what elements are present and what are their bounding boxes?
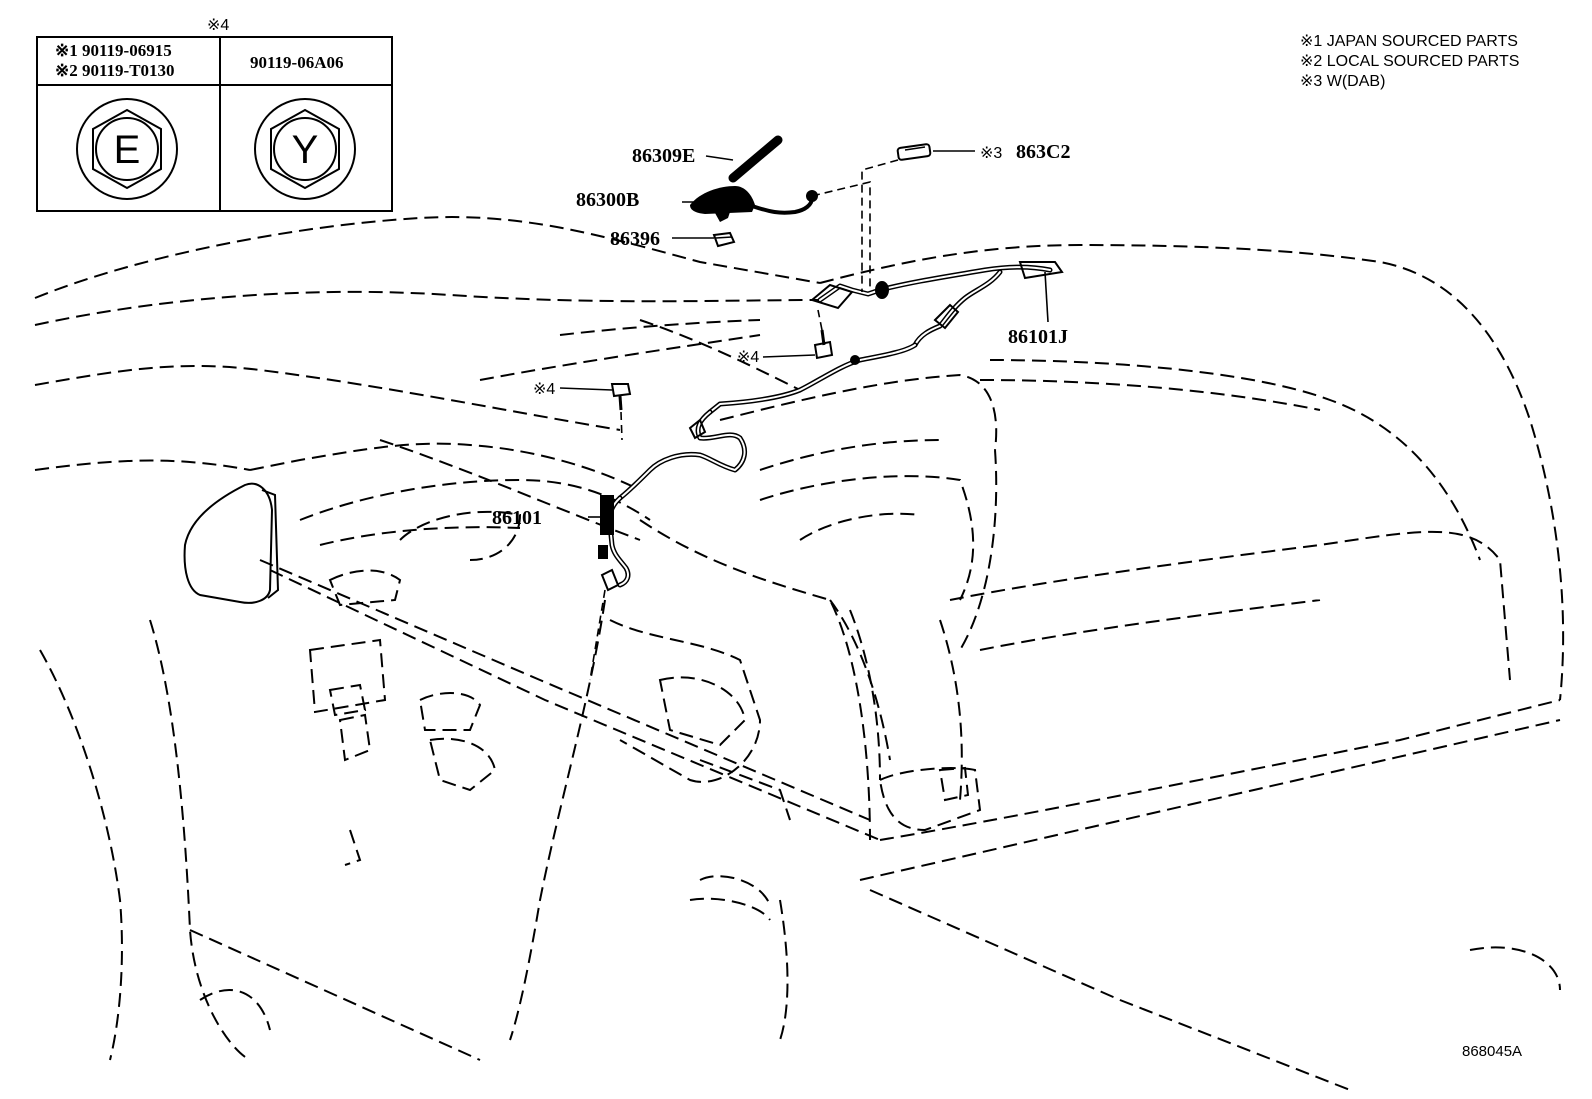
callout-863C2-mark: ※3 (980, 145, 1002, 162)
wire-harness-86101J (707, 261, 1064, 415)
legend-item-1: ※1 JAPAN SOURCED PARTS (1300, 33, 1518, 50)
bolt-dash (610, 383, 632, 441)
nut-86396 (712, 231, 736, 248)
legend: ※1 JAPAN SOURCED PARTS ※2 LOCAL SOURCED … (1300, 33, 1519, 90)
callout-86396: 86396 (610, 228, 660, 250)
callout-86300B: 86300B (576, 189, 639, 211)
callout-bolt-mark-roof: ※4 (737, 349, 759, 366)
callout-86101J: 86101J (1008, 326, 1068, 348)
callout-863C2: 863C2 (1016, 141, 1070, 163)
connector-863C2 (896, 143, 932, 161)
callouts: 86309E 86300B 86396 ※3 863C2 86101J 8610… (492, 141, 1070, 529)
bolt-head-e-icon: E (76, 98, 178, 200)
wire-harness-86101 (598, 409, 748, 592)
legend-item-2: ※2 LOCAL SOURCED PARTS (1300, 53, 1519, 70)
bolt-symbol-e: E (114, 128, 141, 172)
leader-lines (559, 150, 1049, 681)
antenna-base-86300B (690, 186, 818, 222)
callout-86309E: 86309E (632, 145, 695, 167)
table-col1-line2: ※2 90119-T0130 (55, 61, 175, 80)
callout-bolt-mark-dash: ※4 (533, 381, 555, 398)
table-header-mark: ※4 (207, 17, 229, 34)
bolt-roof (813, 309, 834, 360)
callout-86101: 86101 (492, 507, 542, 529)
table-col1-line1: ※1 90119-06915 (55, 41, 172, 60)
bolt-table: ※4 ※1 90119-06915 ※2 90119-T0130 90119-0… (36, 17, 393, 212)
bolt-head-y-icon: Y (254, 98, 356, 200)
figure-id: 868045A (1462, 1043, 1522, 1060)
vehicle-outline (34, 216, 1565, 1091)
antenna-rod-86309E (728, 135, 783, 183)
legend-item-3: ※3 W(DAB) (1300, 73, 1385, 90)
bolt-symbol-y: Y (292, 128, 319, 172)
table-col2: 90119-06A06 (250, 53, 344, 72)
